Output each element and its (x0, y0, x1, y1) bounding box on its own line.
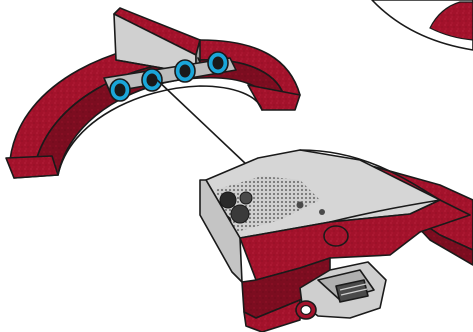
arch-left-foot (6, 156, 58, 178)
front-stud (324, 226, 348, 246)
stud-3 (175, 60, 195, 82)
callout-bubble (372, 0, 473, 50)
stud-2 (142, 69, 162, 91)
stud-4 (208, 52, 228, 74)
assembly-guide-line (155, 78, 247, 165)
stud-1 (110, 79, 130, 101)
